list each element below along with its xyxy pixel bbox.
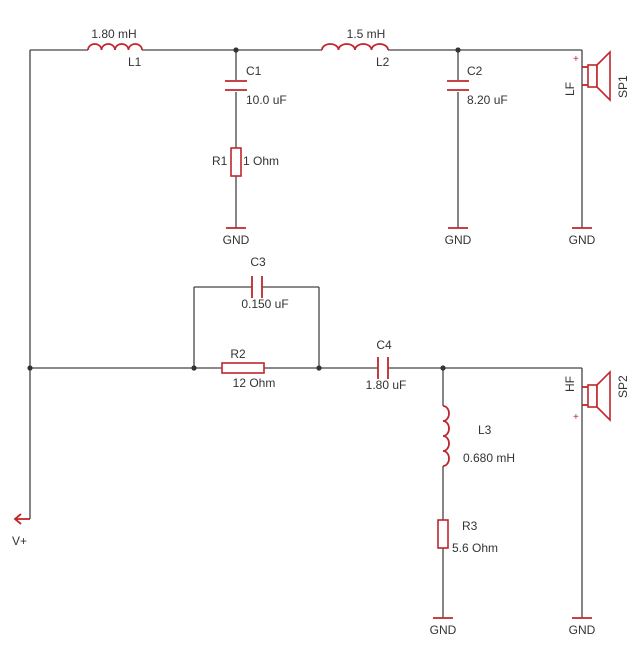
l1-ref: L1	[128, 55, 142, 69]
r3-value: 5.6 Ohm	[452, 541, 498, 555]
c4-value: 1.80 uF	[366, 378, 407, 392]
sp2-ref: SP2	[616, 375, 630, 398]
capacitor-c1: C1 10.0 uF	[225, 64, 287, 107]
c2-value: 8.20 uF	[467, 93, 508, 107]
r3-ref: R3	[462, 519, 478, 533]
junction-dot	[440, 365, 446, 371]
junction-dot	[233, 47, 239, 53]
junction-dot	[27, 365, 33, 371]
ground-symbol: GND	[445, 227, 472, 247]
speaker-sp2: + HF SP2	[563, 370, 630, 423]
resistor-r1: R1 1 Ohm	[212, 147, 279, 177]
supply-port: V+	[12, 513, 30, 548]
wires	[29, 49, 583, 618]
sp1-ref: SP1	[616, 75, 630, 98]
ground-symbol: GND	[430, 617, 457, 637]
inductor-l2: 1.5 mH L2	[321, 27, 390, 69]
inductor-l1: 1.80 mH L1	[87, 27, 143, 69]
capacitor-c2: C2 8.20 uF	[447, 64, 508, 107]
c1-ref: C1	[246, 64, 262, 78]
c2-ref: C2	[467, 64, 483, 78]
gnd-label: GND	[223, 233, 250, 247]
l3-ref: L3	[478, 423, 492, 437]
ground-symbol: GND	[223, 227, 250, 247]
r1-ref: R1	[212, 154, 228, 168]
speaker-sp1: + LF SP1	[563, 50, 630, 102]
c4-ref: C4	[376, 338, 392, 352]
ground-symbol: GND	[569, 227, 596, 247]
l1-value: 1.80 mH	[91, 27, 136, 41]
sp1-label: LF	[563, 82, 577, 96]
capacitor-c4: C4 1.80 uF	[366, 338, 407, 392]
r2-value: 12 Ohm	[233, 376, 276, 390]
c1-value: 10.0 uF	[246, 93, 287, 107]
l3-value: 0.680 mH	[463, 451, 515, 465]
sp1-plus: +	[573, 54, 579, 65]
capacitor-c3: C3 0.150 uF	[241, 255, 288, 311]
junction-dot	[316, 365, 322, 371]
sp2-plus: +	[573, 412, 579, 423]
resistor-r3: R3 5.6 Ohm	[437, 519, 498, 555]
gnd-label: GND	[445, 233, 472, 247]
supply-label: V+	[12, 534, 27, 548]
ground-symbol: GND	[569, 617, 596, 637]
r2-ref: R2	[230, 347, 246, 361]
junction-dot	[191, 365, 197, 371]
junctions	[27, 47, 461, 371]
c3-ref: C3	[250, 255, 266, 269]
gnd-label: GND	[430, 623, 457, 637]
r1-value: 1 Ohm	[243, 154, 279, 168]
l2-ref: L2	[376, 55, 390, 69]
junction-dot	[455, 47, 461, 53]
l2-value: 1.5 mH	[347, 27, 386, 41]
resistor-r2: R2 12 Ohm	[221, 347, 276, 390]
c3-value: 0.150 uF	[241, 297, 288, 311]
sp2-label: HF	[563, 376, 577, 392]
gnd-label: GND	[569, 623, 596, 637]
inductor-l3: L3 0.680 mH	[442, 405, 515, 467]
gnd-label: GND	[569, 233, 596, 247]
